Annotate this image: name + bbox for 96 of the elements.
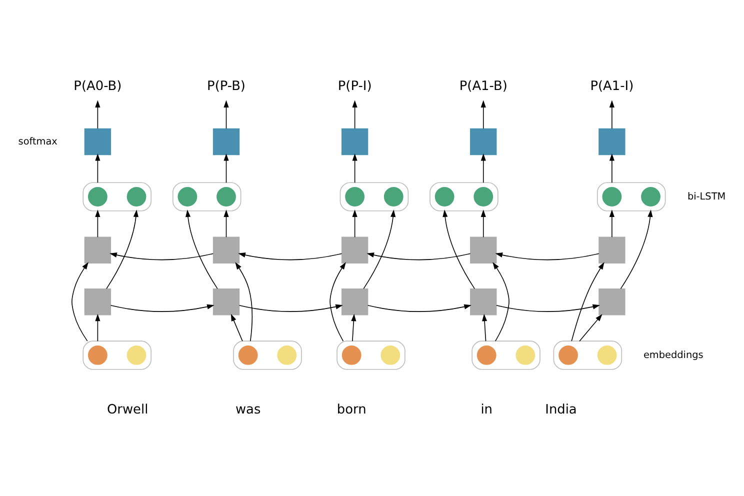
node-label: was [235,402,261,417]
node-circle [474,186,494,206]
cluster [233,340,302,370]
arrow [95,152,100,182]
arrow [330,262,346,341]
node-circle [434,186,454,206]
arrow [480,100,486,128]
arrow [366,252,471,260]
node-circle [238,345,258,364]
node-circle [516,345,536,364]
cluster [336,340,406,370]
node-text: P(P-I) [338,78,372,94]
cluster [596,182,666,211]
node-box [598,236,626,263]
arrow [224,100,229,128]
node-circle [641,186,660,206]
node-circle [345,186,365,206]
label: bi-LSTM [687,190,726,202]
label: softmax [18,136,58,147]
node-circle [597,345,617,364]
arrow [609,152,614,182]
arrow [352,209,358,238]
node-circle [178,186,198,206]
arrow [620,209,653,289]
node-box [470,236,497,263]
node-box [470,288,497,315]
node-circle [88,345,108,364]
cluster [472,340,540,370]
node-circle [88,186,108,206]
arrow [95,209,100,238]
node-label: born [336,402,366,417]
node-label: Orwell [107,402,148,417]
arrow [495,252,600,260]
arrow [351,313,356,341]
arrow [95,313,100,341]
node-box [84,288,112,315]
node-box [212,288,240,315]
arrow [492,262,510,341]
node-box [598,128,626,155]
label: embeddings [643,349,704,360]
arrow [110,304,214,312]
arrow [238,304,343,312]
arrow [95,100,100,128]
arrow [482,313,488,341]
node-circle [342,345,362,364]
arrow [224,152,229,182]
arrow [496,304,600,312]
node-circle [126,186,146,206]
arrow [230,313,243,341]
node-circle [384,186,404,206]
node-box [212,128,240,155]
cluster [82,182,152,211]
arrow [238,252,342,260]
arrow [571,262,604,341]
node-text: P(A0-B) [74,78,122,94]
arrow [72,262,88,341]
node-box [341,236,368,263]
node-box [470,128,497,155]
arrow [352,100,358,128]
arrow [185,209,218,289]
node-text: P(A1-I) [590,78,634,94]
cluster [172,182,242,211]
node-box [212,236,240,263]
arrow [579,314,602,341]
cluster [430,182,498,211]
node-circle [476,345,496,364]
node-text: P(A1-B) [459,78,508,94]
node-circle [558,345,578,364]
node-box [84,236,112,263]
node-label: India [545,402,577,417]
node-circle [126,345,146,364]
arrow [106,209,138,289]
arrow [352,152,358,182]
arrow [224,209,229,238]
node-circle [602,186,622,206]
node-label: in [480,402,493,417]
node-circle [380,345,400,364]
node-circle [216,186,236,206]
arrow [480,152,486,182]
cluster [82,340,152,370]
arrow [609,209,614,238]
node-text: P(P-B) [207,78,246,94]
arrow [442,209,475,289]
cluster [553,340,622,370]
arrow [367,304,472,312]
node-circle [277,345,297,364]
arrow [609,100,614,128]
node-box [84,128,112,155]
node-box [598,288,626,315]
arrow [235,262,253,341]
node-box [341,128,368,155]
arrow [110,252,214,260]
arrow [363,209,396,289]
cluster [340,182,409,211]
arrow [480,209,486,238]
node-box [341,288,368,315]
